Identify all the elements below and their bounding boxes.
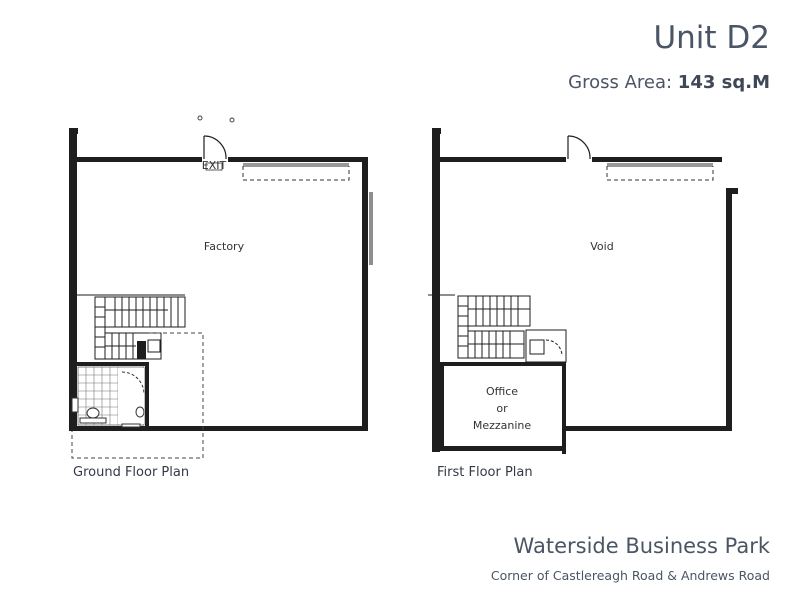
ground-floor-plan-label: Ground Floor Plan — [73, 465, 190, 480]
bollard-icon — [229, 117, 235, 123]
exit-sign — [205, 162, 223, 171]
first-door — [567, 135, 591, 160]
ground-roller-door-right — [369, 192, 373, 265]
room-label-mezzanine: Mezzanine — [473, 419, 532, 432]
ground-roller-door-top — [242, 163, 350, 181]
ground-stairs — [69, 294, 186, 360]
business-park-name: Waterside Business Park — [513, 534, 770, 558]
stair-treads-lower — [95, 306, 136, 359]
ground-floor-plan: EXIT — [69, 115, 373, 459]
stair-treads-upper — [105, 297, 179, 327]
bollard-icon — [197, 115, 203, 121]
exit-sign-text: EXIT — [202, 159, 227, 172]
basin-icon — [135, 406, 145, 418]
unit-title: Unit D2 — [653, 20, 770, 56]
ground-floor-walls — [69, 128, 368, 431]
room-label-factory: Factory — [204, 240, 245, 253]
toilet-bowl-icon — [86, 407, 100, 419]
gross-area: Gross Area: 143 sq.M — [568, 72, 770, 93]
first-floor-plan-label: First Floor Plan — [437, 465, 533, 480]
first-stairs — [428, 294, 567, 363]
first-floor-plan: Void Office or Mezzanine — [428, 128, 738, 454]
ground-dashed-bay — [71, 332, 204, 459]
first-floor-walls — [432, 128, 738, 454]
toilet-fixtures — [71, 368, 145, 428]
room-label-or: or — [496, 402, 508, 415]
business-park-address: Corner of Castlereagh Road & Andrews Roa… — [490, 568, 770, 583]
room-label-void: Void — [590, 240, 613, 253]
ground-entry-door — [203, 135, 227, 160]
first-roller-door-top — [606, 163, 714, 181]
gross-area-value: 143 sq.M — [677, 72, 770, 93]
room-label-office: Office — [486, 385, 518, 398]
gross-area-prefix: Gross Area: — [568, 72, 678, 93]
